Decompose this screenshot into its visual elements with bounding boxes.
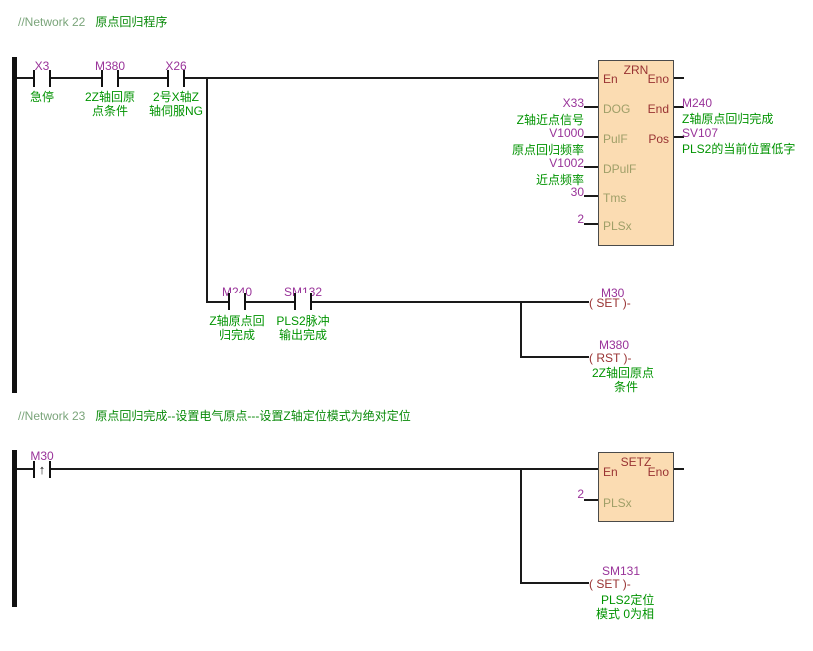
zrn-end-operand[interactable]: M240 bbox=[682, 96, 713, 110]
rung1-branch-down-wire bbox=[206, 77, 208, 303]
coil-sm131-set[interactable]: ( SET )- bbox=[589, 577, 631, 591]
contact-m240-comment-line1: Z轴原点回 bbox=[209, 314, 265, 328]
coil-m380-comment-line2: 条件 bbox=[614, 380, 639, 394]
coil-sm131-comment-line2: 模式 0为相 bbox=[596, 607, 655, 621]
zrn-dpulf-comment: 近点频率 bbox=[535, 173, 584, 187]
rung1-wire bbox=[17, 77, 598, 79]
contact-sm132-comment-line1: PLS2脉冲 bbox=[276, 314, 330, 328]
zrn-dpulf-operand[interactable]: V1002 bbox=[549, 156, 584, 170]
zrn-plsx-input-wire bbox=[584, 223, 598, 225]
zrn-block-title: ZRN bbox=[623, 63, 649, 77]
network-22-comment-text: 原点回归程序 bbox=[95, 15, 168, 29]
rung3-wire bbox=[17, 468, 598, 470]
power-rail-network-22 bbox=[12, 57, 17, 393]
coil-m380-rst[interactable]: ( RST )- bbox=[589, 351, 632, 365]
sm131-coil-wire bbox=[520, 582, 589, 584]
spacer bbox=[89, 409, 92, 423]
setz-plsx-pin: PLSx bbox=[603, 496, 632, 510]
contact-x3-label[interactable]: X3 bbox=[34, 59, 50, 73]
setz-en-pin: En bbox=[603, 465, 618, 479]
power-rail-network-23 bbox=[12, 450, 17, 607]
coil-m30-set[interactable]: ( SET )- bbox=[589, 296, 631, 310]
contact-m380-label[interactable]: M380 bbox=[94, 59, 126, 73]
zrn-end-pin: End bbox=[647, 102, 669, 116]
rst-coil-wire bbox=[520, 356, 589, 358]
network-23-comment-text: 原点回归完成--设置电气原点---设置Z轴定位模式为绝对定位 bbox=[95, 409, 411, 423]
contact-x26[interactable] bbox=[167, 70, 185, 87]
zrn-pulf-input-wire bbox=[584, 136, 598, 138]
network-22-comment-prefix: //Network 22 bbox=[18, 15, 86, 29]
contact-m30-rising-edge[interactable]: ↑ bbox=[33, 461, 51, 478]
network-23-comment-prefix: //Network 23 bbox=[18, 409, 86, 423]
contact-m240-comment-line2: 归完成 bbox=[218, 328, 256, 342]
coil-sm131-label[interactable]: SM131 bbox=[602, 564, 641, 578]
zrn-end-output-wire bbox=[674, 106, 684, 108]
zrn-plsx-pin: PLSx bbox=[603, 219, 632, 233]
contact-sm132-comment-line2: 输出完成 bbox=[278, 328, 328, 342]
contact-m380-comment-line2: 点条件 bbox=[91, 104, 129, 118]
zrn-en-pin: En bbox=[603, 72, 618, 86]
rung2-wire bbox=[206, 301, 589, 303]
zrn-eno-pin: Eno bbox=[647, 72, 669, 86]
zrn-tms-pin: Tms bbox=[603, 191, 627, 205]
setz-block-title: SETZ bbox=[620, 455, 652, 469]
network-22-comment[interactable]: //Network 22 原点回归程序 bbox=[18, 13, 167, 30]
rung3-branch-down-wire bbox=[520, 468, 522, 584]
zrn-plsx-operand[interactable]: 2 bbox=[577, 212, 584, 226]
contact-x26-comment-line2: 轴伺服NG bbox=[148, 104, 204, 118]
zrn-dog-input-wire bbox=[584, 106, 598, 108]
spacer bbox=[89, 15, 92, 29]
rung2-branch-down-wire bbox=[520, 301, 522, 358]
contact-x3[interactable] bbox=[33, 70, 51, 87]
setz-eno-output-wire bbox=[674, 468, 684, 470]
coil-m380-comment-line1: 2Z轴回原点 bbox=[592, 366, 655, 380]
setz-plsx-operand[interactable]: 2 bbox=[577, 487, 584, 501]
setz-function-block[interactable]: SETZ En Eno PLSx bbox=[598, 452, 674, 522]
contact-sm132[interactable] bbox=[294, 293, 312, 310]
contact-m380[interactable] bbox=[101, 70, 119, 87]
contact-m30-label[interactable]: M30 bbox=[30, 449, 54, 463]
zrn-tms-operand[interactable]: 30 bbox=[570, 185, 584, 199]
zrn-tms-input-wire bbox=[584, 195, 598, 197]
zrn-dog-comment: Z轴近点信号 bbox=[516, 113, 584, 127]
coil-sm131-comment-line1: PLS2定位 bbox=[601, 593, 655, 607]
zrn-dog-pin: DOG bbox=[603, 102, 631, 116]
zrn-end-comment: Z轴原点回归完成 bbox=[682, 112, 774, 126]
contact-x3-comment: 急停 bbox=[29, 90, 55, 104]
zrn-eno-output-wire bbox=[674, 77, 684, 79]
zrn-pos-pin: Pos bbox=[648, 132, 669, 146]
rising-edge-icon: ↑ bbox=[38, 462, 46, 477]
contact-m380-comment-line1: 2Z轴回原 bbox=[84, 90, 136, 104]
zrn-dog-operand[interactable]: X33 bbox=[562, 96, 584, 110]
setz-plsx-input-wire bbox=[584, 499, 598, 501]
zrn-function-block[interactable]: ZRN En Eno DOG PulF DPulF Tms PLSx End P… bbox=[598, 60, 674, 246]
network-23-comment[interactable]: //Network 23 原点回归完成--设置电气原点---设置Z轴定位模式为绝… bbox=[18, 407, 411, 424]
coil-m380-label[interactable]: M380 bbox=[599, 338, 630, 352]
zrn-pos-comment: PLS2的当前位置低字 bbox=[682, 142, 796, 156]
coil-m30-label[interactable]: M30 bbox=[601, 286, 625, 300]
zrn-dpulf-pin: DPulF bbox=[603, 162, 637, 176]
zrn-pos-operand[interactable]: SV107 bbox=[682, 126, 719, 140]
zrn-pulf-operand[interactable]: V1000 bbox=[549, 126, 584, 140]
contact-x26-label[interactable]: X26 bbox=[165, 59, 187, 73]
contact-m240[interactable] bbox=[228, 293, 246, 310]
contact-x26-comment-line1: 2号X轴Z bbox=[152, 90, 200, 104]
setz-eno-pin: Eno bbox=[647, 465, 669, 479]
zrn-pos-output-wire bbox=[674, 136, 684, 138]
contact-sm132-label[interactable]: SM132 bbox=[283, 285, 323, 299]
zrn-dpulf-input-wire bbox=[584, 166, 598, 168]
zrn-pulf-pin: PulF bbox=[603, 132, 628, 146]
zrn-pulf-comment: 原点回归频率 bbox=[511, 143, 584, 157]
